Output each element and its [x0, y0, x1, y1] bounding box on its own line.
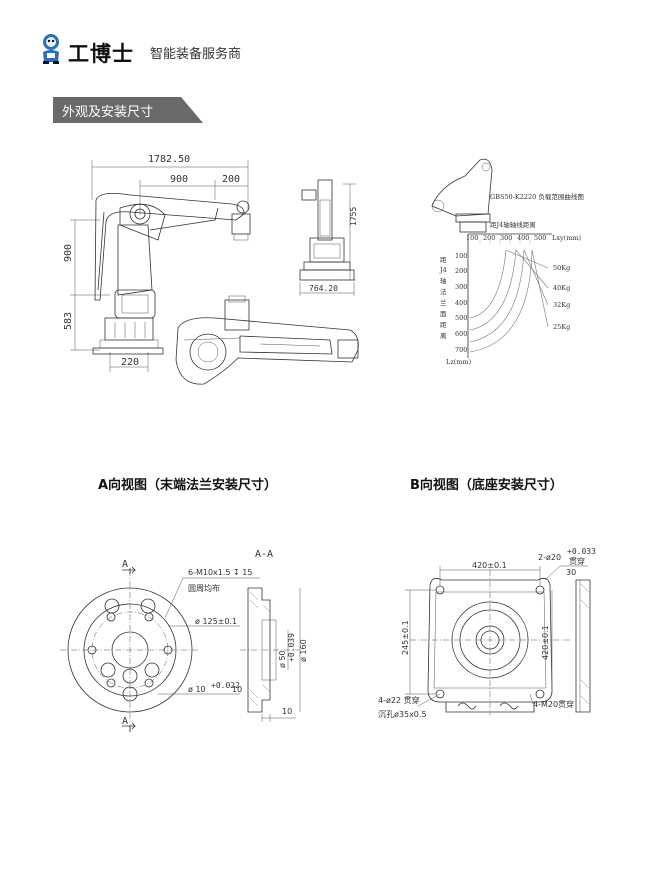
section-mark-top: A — [122, 559, 128, 570]
tab-background — [53, 97, 203, 123]
base-left-dim: 245±0.1 — [401, 620, 410, 655]
pin-depth: 10 — [232, 685, 242, 694]
y-tick-labels: 100 200 300 400 500 600 700 — [455, 252, 467, 354]
y-tick-label: 200 — [455, 267, 467, 275]
robot-side-view: 1782.50 900 200 900 583 220 — [63, 154, 251, 372]
side-dim: 30 — [566, 568, 576, 577]
y-tick-label: 100 — [455, 252, 467, 260]
x-tick-labels: 100 200 300 400 500 — [466, 234, 546, 242]
dim-height-upper: 900 — [63, 244, 74, 262]
thread-note: 4-M20贯穿 — [533, 699, 574, 709]
section-mark-bottom: A — [122, 716, 128, 727]
x-tick-label: 300 — [500, 234, 512, 242]
pin-tolerance: +0.022 — [211, 681, 240, 690]
base-right-dim: 420±0.1 — [541, 625, 550, 660]
y-caption-char: J4 — [439, 266, 447, 274]
base-width-dim: 420±0.1 — [472, 561, 507, 570]
robot-top-view — [175, 295, 359, 385]
y-caption-char: 轴 — [440, 276, 447, 285]
x-tick-label: 400 — [517, 234, 529, 242]
section-title: 外观及安装尺寸 — [62, 105, 154, 120]
dim-wrist-offset: 200 — [222, 174, 240, 185]
y-caption-char: 距 — [440, 256, 447, 264]
view-a-flange-drawing: A A 6-M10x1.5 ↧ 15 圆周均布 ø 125±0.1 ø 10 +… — [60, 549, 308, 732]
pin-dim: ø 10 — [188, 685, 206, 694]
bore-tolerance: +0.039 — [287, 633, 296, 662]
thread-note-2: 圆周均布 — [188, 583, 220, 593]
x-tick-label: 100 — [466, 234, 478, 242]
y-caption-char: 法 — [440, 287, 447, 296]
pcd-dim: ø 125±0.1 — [195, 617, 237, 626]
curve-label: 50Kg — [553, 264, 570, 272]
dim-upper-arm: 900 — [170, 174, 188, 185]
section-title-tab: 外观及安装尺寸 — [53, 97, 203, 123]
header: 工博士 智能装备服务商 — [38, 32, 338, 68]
dim-total-length: 1782.50 — [148, 154, 190, 165]
dim-front-width: 764.20 — [309, 284, 338, 293]
hole-note: 4-ø22 贯穿 — [378, 695, 420, 705]
curve-40kg — [469, 249, 549, 331]
pin-tolerance: +0.033 — [567, 547, 596, 556]
load-range-chart: GBS50-K2220 负载范围曲线图 距J4轴轴线距离 100 200 300… — [431, 158, 584, 366]
curve-50kg — [469, 249, 549, 319]
curve-32kg — [469, 249, 549, 343]
counterbore-note: 沉孔ø35x0.5 — [378, 710, 427, 719]
view-b-base-drawing: 420±0.1 2-ø20 +0.033 贯穿 30 245±0.1 420±0… — [378, 547, 596, 719]
view-b-title: B向视图（底座安装尺寸） — [410, 478, 563, 493]
y-caption-char: 离 — [440, 331, 447, 340]
y-tick-label: 400 — [455, 299, 467, 307]
curve-25kg — [469, 249, 549, 353]
outer-dim: ø 160 — [299, 639, 308, 662]
y-tick-label: 700 — [455, 346, 467, 354]
dim-height-lower: 583 — [63, 312, 74, 330]
section-label: A-A — [255, 549, 273, 560]
chart-title: GBS50-K2220 负载范围曲线图 — [490, 192, 584, 201]
brand-name: 工博士 — [68, 41, 134, 66]
y-tick-label: 300 — [455, 283, 467, 291]
robot-front-view: 1755 764.20 — [299, 179, 358, 296]
pin-through: 贯穿 — [569, 556, 585, 566]
y-tick-label: 600 — [455, 330, 467, 338]
bore-dim: ø 50 — [278, 650, 287, 668]
y-caption-char: 面 — [440, 310, 447, 318]
x-axis-unit: Lxy(mm) — [552, 234, 582, 242]
dim-base-width: 220 — [121, 357, 139, 368]
curve-label: 25Kg — [553, 323, 570, 331]
thickness-dim: 10 — [282, 707, 292, 716]
y-caption-char: 距 — [440, 321, 447, 329]
x-tick-label: 500 — [534, 234, 546, 242]
thread-note: 6-M10x1.5 ↧ 15 — [188, 568, 252, 577]
pin-note: 2-ø20 — [538, 553, 561, 562]
x-axis-caption: 距J4轴轴线距离 — [490, 220, 536, 229]
y-axis-unit: Lz(mm) — [446, 358, 472, 366]
dim-front-height: 1755 — [349, 207, 358, 226]
curve-label: 40Kg — [553, 284, 570, 292]
y-caption-char: 兰 — [440, 298, 447, 307]
y-tick-label: 500 — [455, 314, 467, 322]
view-a-title: A向视图（末端法兰安装尺寸） — [98, 478, 278, 493]
y-axis-caption: 距 J4 轴 法 兰 面 距 离 — [439, 256, 447, 340]
curve-label: 32Kg — [553, 301, 570, 309]
brand-tagline: 智能装备服务商 — [150, 47, 242, 62]
robot-mascot-icon — [43, 34, 59, 64]
x-tick-label: 200 — [483, 234, 495, 242]
